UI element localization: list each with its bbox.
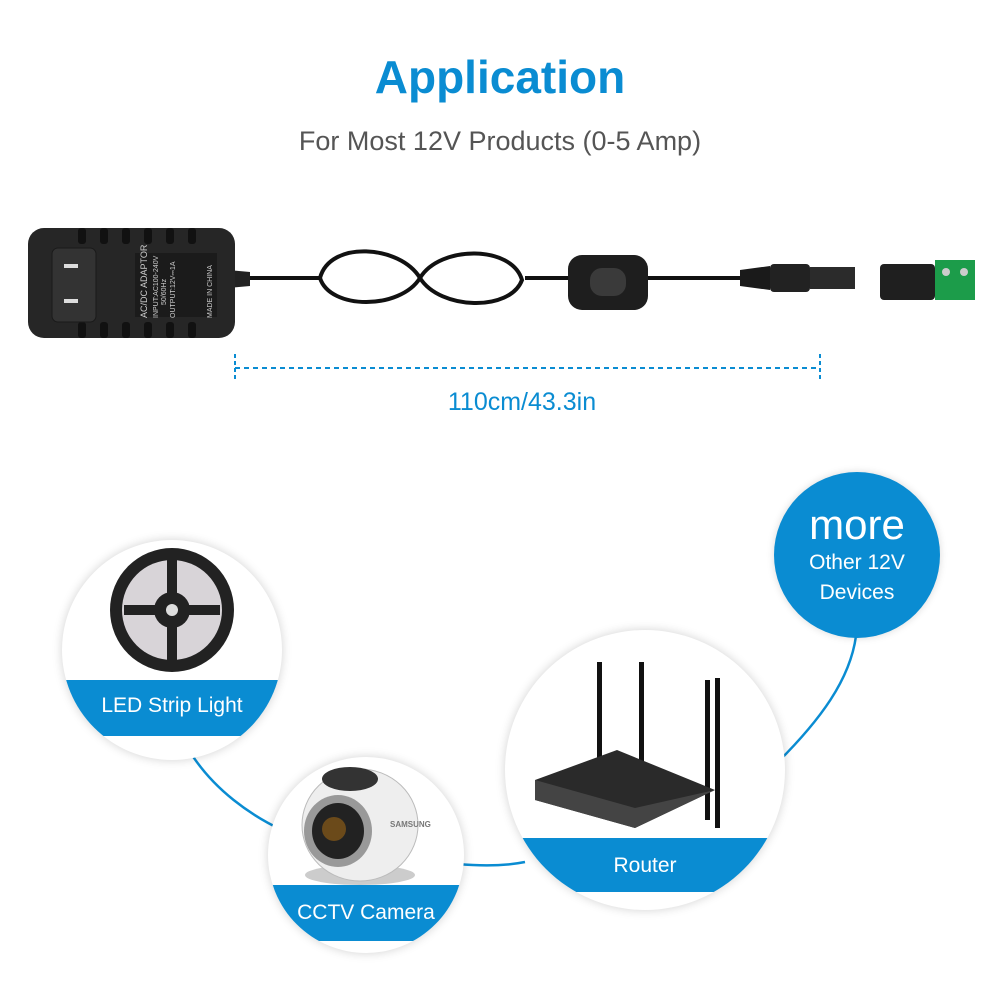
application-led-strip: LED Strip Light	[62, 540, 282, 760]
cctv-camera-label: CCTV Camera	[268, 885, 464, 941]
adapter-label-title: AC/DC ADAPTOR	[139, 244, 149, 318]
page-subtitle: For Most 12V Products (0-5 Amp)	[298, 126, 702, 156]
adapter-label-input: INPUT:AC100-240V	[153, 255, 160, 318]
adapter-label-freq: 50/60Hz	[161, 278, 168, 305]
application-cctv-camera: SAMSUNG CCTV Camera	[268, 757, 464, 953]
more-devices-badge: more Other 12V Devices	[774, 472, 940, 638]
more-line1: Other 12V	[809, 551, 905, 574]
cable-length-label: 110cm/43.3in	[447, 388, 597, 416]
more-title: more	[809, 501, 905, 548]
led-strip-label: LED Strip Light	[62, 680, 282, 736]
wifi-router-icon	[535, 662, 720, 828]
power-adapter-illustration: AC/DC ADAPTOR INPUT:AC100-240V 50/60Hz O…	[28, 228, 975, 338]
application-router: Router	[505, 630, 785, 910]
page-title: Application	[374, 51, 626, 103]
camera-icon: SAMSUNG	[301, 767, 431, 885]
led-strip-reel-icon	[110, 548, 234, 672]
more-line2: Devices	[819, 581, 895, 604]
camera-brand: SAMSUNG	[390, 820, 431, 829]
cable-length-dimension-line	[234, 354, 821, 382]
router-label: Router	[505, 838, 785, 892]
adapter-label-output: OUTPUT:12V⎓1A	[170, 261, 177, 318]
adapter-label-origin: MADE IN CHINA	[207, 265, 214, 318]
